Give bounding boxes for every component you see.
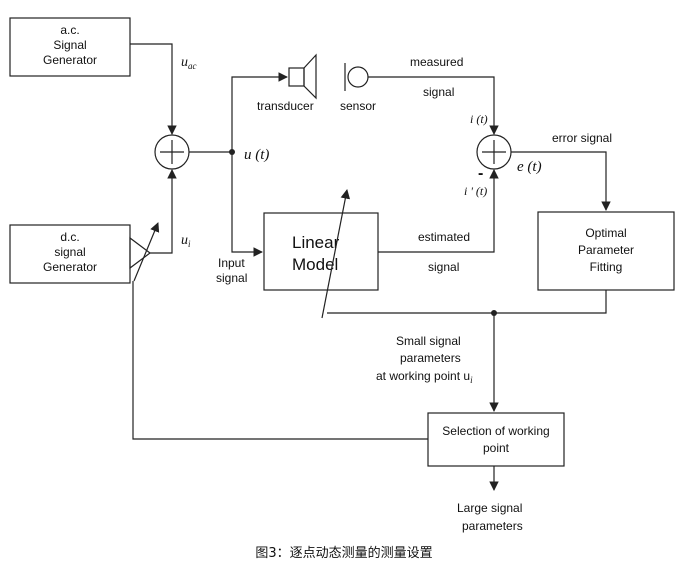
input-label: Input: [218, 256, 245, 270]
small-signal-line-1: Small signal: [396, 334, 461, 348]
adjust-arrow: [321, 189, 351, 319]
minus-sign: -: [478, 165, 483, 182]
optimal-line-1: Optimal: [585, 226, 626, 240]
e-t-label: e (t): [517, 159, 542, 175]
sensor-label: sensor: [340, 99, 376, 113]
transducer-icon: [288, 53, 317, 100]
working-point-label: at working point ui: [376, 369, 473, 385]
linear-model-line-1: Linear: [292, 233, 340, 252]
transducer-label: transducer: [257, 99, 314, 113]
dc-gen-line-2: signal: [54, 245, 85, 259]
measured-label: measured: [410, 55, 463, 69]
to-linear-model-line: [231, 152, 263, 257]
i-prime-t-label: i ' (t): [464, 184, 487, 198]
figure-caption: 图3：逐点动态测量的测量设置: [255, 545, 432, 561]
optimal-line-2: Parameter: [578, 243, 634, 257]
signal-mid-label: signal: [428, 260, 459, 274]
summing-junction-1: [154, 134, 190, 170]
error-signal-line: [511, 151, 611, 211]
dc-gen-line-3: Generator: [43, 260, 97, 274]
working-point-feedback-line: [132, 281, 428, 440]
input-signal-label: signal: [216, 271, 247, 285]
ac-gen-line-3: Generator: [43, 53, 97, 67]
i-t-label: i (t): [470, 112, 488, 126]
parameter-feedback-line: [327, 290, 607, 314]
u-ac-label: uac: [181, 55, 197, 71]
estimated-signal-line: [378, 169, 499, 253]
linear-model-block: Linear Model: [263, 212, 379, 291]
ac-signal-generator-block: a.c. Signal Generator: [9, 17, 131, 77]
sensor-icon: [344, 63, 369, 91]
dc-signal-generator-block: d.c. signal Generator: [9, 224, 131, 284]
variable-gain-amplifier: [129, 222, 160, 282]
optimal-line-3: Fitting: [590, 260, 623, 274]
to-transducer-line: [231, 72, 288, 152]
selection-line-2: point: [483, 441, 510, 455]
ac-to-sum-line: [130, 43, 177, 135]
large-signal-line-1: Large signal: [457, 501, 522, 515]
signal-top-label: signal: [423, 85, 454, 99]
dc-to-sum-line: [150, 169, 177, 254]
selection-line-1: Selection of working: [442, 424, 549, 438]
summing-junction-2: [476, 134, 512, 170]
large-signal-line-2: parameters: [462, 519, 523, 533]
error-signal-label: error signal: [552, 131, 612, 145]
linear-model-line-2: Model: [292, 255, 338, 274]
estimated-label: estimated: [418, 230, 470, 244]
small-signal-line-2: parameters: [400, 351, 461, 365]
u-t-label: u (t): [244, 147, 269, 163]
dc-gen-line-1: d.c.: [60, 230, 79, 244]
ac-gen-line-1: a.c.: [60, 23, 79, 37]
u-i-label: ui: [181, 233, 191, 249]
optimal-parameter-fitting-block: Optimal Parameter Fitting: [537, 211, 675, 291]
ac-gen-line-2: Signal: [53, 38, 86, 52]
selection-working-point-block: Selection of working point: [427, 412, 565, 467]
measured-signal-line: [368, 76, 499, 135]
